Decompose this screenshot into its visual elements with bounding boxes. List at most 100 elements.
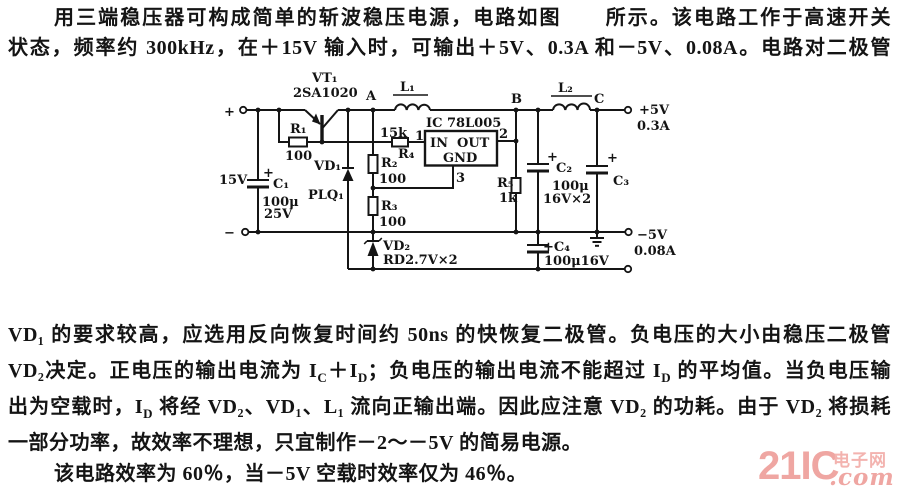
label-r4-ref: R₄ <box>398 147 415 162</box>
label-vd1-ref: VD₁ <box>313 159 341 174</box>
junction-dot <box>370 229 376 235</box>
circuit-wires <box>246 94 626 270</box>
text-segment: 的平均值。当负电压输 <box>671 360 892 382</box>
label-ic-in: IN <box>430 136 448 151</box>
label-c4-value: 100μ16V <box>544 254 610 269</box>
junction-dot <box>513 107 519 113</box>
label-output-neg-v: −5V <box>637 228 668 243</box>
label-ic-pin2: 2 <box>499 127 508 142</box>
label-l2-ref: L₂ <box>558 81 573 96</box>
watermark-brand: 21IC <box>758 444 839 488</box>
label-vt1-type: 2SA1020 <box>293 86 358 101</box>
inductor-l2 <box>552 102 591 111</box>
label-ic-gnd: GND <box>443 151 477 166</box>
label-r2-value: 100 <box>379 172 406 187</box>
text-segment: VD₂决定。正电压的输出电流为 I <box>8 360 318 382</box>
label-node-b: B <box>511 92 522 107</box>
paragraph-top-line-2: 状态，频率约 300kHz，在＋15V 输入时，可输出＋5V、0.3A 和－5V… <box>8 37 891 59</box>
resistor-r4 <box>391 137 409 148</box>
label-input-plus: + <box>224 105 235 120</box>
inductor-l1 <box>394 103 431 111</box>
label-r5-ref: R₅ <box>497 176 514 191</box>
text-segment: ＋I <box>327 360 358 382</box>
vt1-collector <box>321 109 339 129</box>
circuit-labels: + − 15V + C₁ 100μ 25V R₁ 100 VT₁ 2SA1020… <box>219 71 677 269</box>
vd2-zener-wing-left <box>363 240 368 245</box>
label-r2-ref: R₂ <box>381 156 398 171</box>
resistor-r5 <box>510 177 522 194</box>
paragraph-bottom-line-3: 出为空载时，ID 将经 VD₂、VD₁、L₁ 流向正输出端。因此应注意 VD₂ … <box>8 394 891 420</box>
resistor-r2 <box>367 154 379 174</box>
label-c2-ref: C₂ <box>556 161 572 176</box>
subscript: D <box>143 406 154 421</box>
subscript: D <box>357 370 368 385</box>
ic-78l005-box <box>423 129 499 167</box>
junction-dot <box>276 107 282 113</box>
junction-dot <box>255 229 261 235</box>
junction-dot <box>594 229 600 235</box>
label-vd2-type: RD2.7V×2 <box>383 253 458 268</box>
label-ic-pin3: 3 <box>456 171 465 186</box>
text-segment: ；负电压的输出电流不能超过 I <box>367 360 662 382</box>
paragraph-bottom-line-1: VD₁ 的要求较高，应选用反向恢复时间约 50ns 的快恢复二极管。负电压的大小… <box>8 324 891 346</box>
label-c1-value2: 25V <box>264 207 293 222</box>
paragraph-bottom-line-2: VD₂决定。正电压的输出电流为 IC＋ID；负电压的输出电流不能超过 ID 的平… <box>8 358 891 384</box>
junction-dot <box>535 229 541 235</box>
label-c4-ref: +C₄ <box>543 240 570 255</box>
label-ic-pin1: 1 <box>415 129 424 144</box>
terminal-input-minus <box>241 227 250 237</box>
junction-dot <box>535 107 541 113</box>
label-c3-ref: C₃ <box>613 174 629 189</box>
vd2-zener-wing-right <box>378 237 383 242</box>
label-ic-title: IC 78L005 <box>426 116 501 131</box>
label-ic-out: OUT <box>457 136 490 151</box>
circuit-terminals <box>239 105 633 274</box>
subscript: D <box>661 370 672 385</box>
watermark-com-suffix: .com <box>829 464 895 491</box>
circuit-solids <box>255 107 600 272</box>
label-r4-value: 15k <box>380 126 408 141</box>
diode-vd1 <box>342 168 354 181</box>
label-vd2-ref: VD₂ <box>382 239 410 254</box>
subscript: C <box>317 370 328 385</box>
terminal-output-neg <box>623 264 633 274</box>
paragraph-top-line-1: 用三端稳压器可构成简单的斩波稳压电源，电路如图 所示。该电路工作于高速开关 <box>54 7 891 29</box>
label-c2-value2: 16V×2 <box>543 192 591 207</box>
junction-dot <box>345 107 351 113</box>
label-node-a: A <box>365 89 377 104</box>
terminal-output-common <box>624 227 633 237</box>
junction-dot <box>255 107 261 113</box>
resistor-r1 <box>288 136 308 148</box>
watermark-cn-suffix: 电子网 <box>833 451 887 470</box>
label-output-pos-v: +5V <box>639 103 670 118</box>
vt1-emitter-arrow <box>312 113 321 125</box>
circuit-figure: + − 15V + C₁ 100μ 25V R₁ 100 VT₁ 2SA1020… <box>210 66 700 316</box>
zener-vd2 <box>367 241 379 256</box>
label-c1-ref: C₁ <box>273 177 289 192</box>
wire-r1-left <box>278 110 289 143</box>
label-output-pos-a: 0.3A <box>637 119 671 134</box>
label-r1-value: 100 <box>285 149 312 164</box>
label-c2-value1: 100μ <box>552 179 589 194</box>
junction-dot <box>319 139 325 145</box>
label-l1-ref: L₁ <box>400 80 415 95</box>
paragraph-bottom-line-4: 一部分功率，故效率不理想，只宜制作－2～－5V 的简易电源。 <box>8 432 583 454</box>
junction-dot <box>535 266 541 272</box>
label-input-minus: − <box>224 226 235 241</box>
wire-ic-gnd-pin3 <box>373 165 454 189</box>
label-r3-value: 100 <box>379 215 406 230</box>
label-c2-plus: + <box>547 150 558 165</box>
label-input-voltage: 15V <box>219 173 248 188</box>
label-vd1-type: PLQ₁ <box>308 188 344 203</box>
label-vt1-ref: VT₁ <box>311 71 337 86</box>
label-r5-value: 1k <box>499 191 518 206</box>
junction-dot <box>370 185 376 191</box>
label-node-c: C <box>594 92 604 107</box>
terminal-output-pos <box>623 105 633 115</box>
text-segment: 将经 VD₂、VD₁、L₁ 流向正输出端。因此应注意 VD₂ 的功耗。由于 VD… <box>153 396 891 418</box>
paragraph-bottom-line-5: 该电路效率为 60％，当－5V 空载时效率仅为 46％。 <box>54 463 528 485</box>
junction-dot <box>594 107 600 113</box>
watermark-21ic: 21IC 电子网 .com <box>730 438 897 495</box>
junction-dot <box>370 266 376 272</box>
